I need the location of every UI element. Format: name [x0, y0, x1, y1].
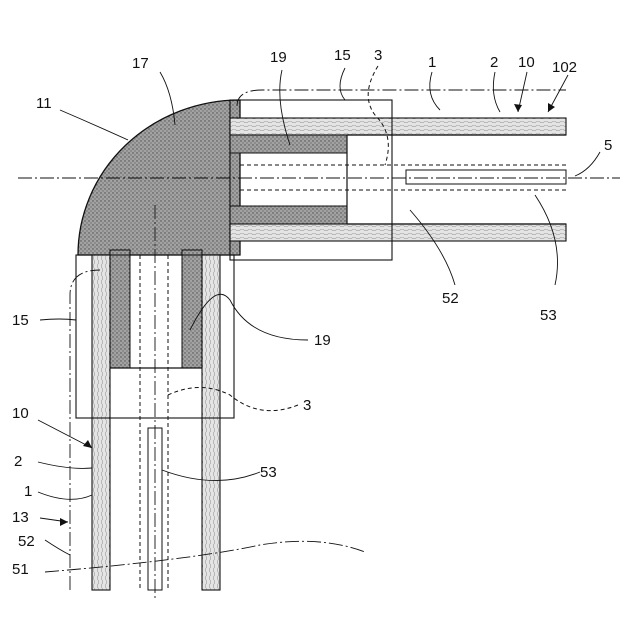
label-1-left: 1 [24, 483, 32, 500]
label-2-left: 2 [14, 453, 22, 470]
label-17: 17 [132, 55, 149, 72]
label-3-right: 3 [303, 397, 311, 414]
vertical-tube [70, 255, 234, 590]
label-19-top: 19 [270, 49, 287, 66]
label-51: 51 [12, 561, 29, 578]
label-19-right: 19 [314, 332, 331, 349]
horizontal-tube [230, 90, 566, 260]
label-52-top: 52 [442, 290, 459, 307]
label-1-top: 1 [428, 54, 436, 71]
label-5: 5 [604, 137, 612, 154]
label-53-right: 53 [260, 464, 277, 481]
label-15-left: 15 [12, 312, 29, 329]
label-13: 13 [12, 509, 29, 526]
label-3-top: 3 [374, 47, 382, 64]
label-11: 11 [36, 95, 52, 112]
label-53-top: 53 [540, 307, 557, 324]
label-10-left: 10 [12, 405, 29, 422]
label-15-top: 15 [334, 47, 351, 64]
label-2-top: 2 [490, 54, 498, 71]
label-10-top: 10 [518, 54, 535, 71]
label-52-left: 52 [18, 533, 35, 550]
label-102: 102 [552, 59, 577, 76]
